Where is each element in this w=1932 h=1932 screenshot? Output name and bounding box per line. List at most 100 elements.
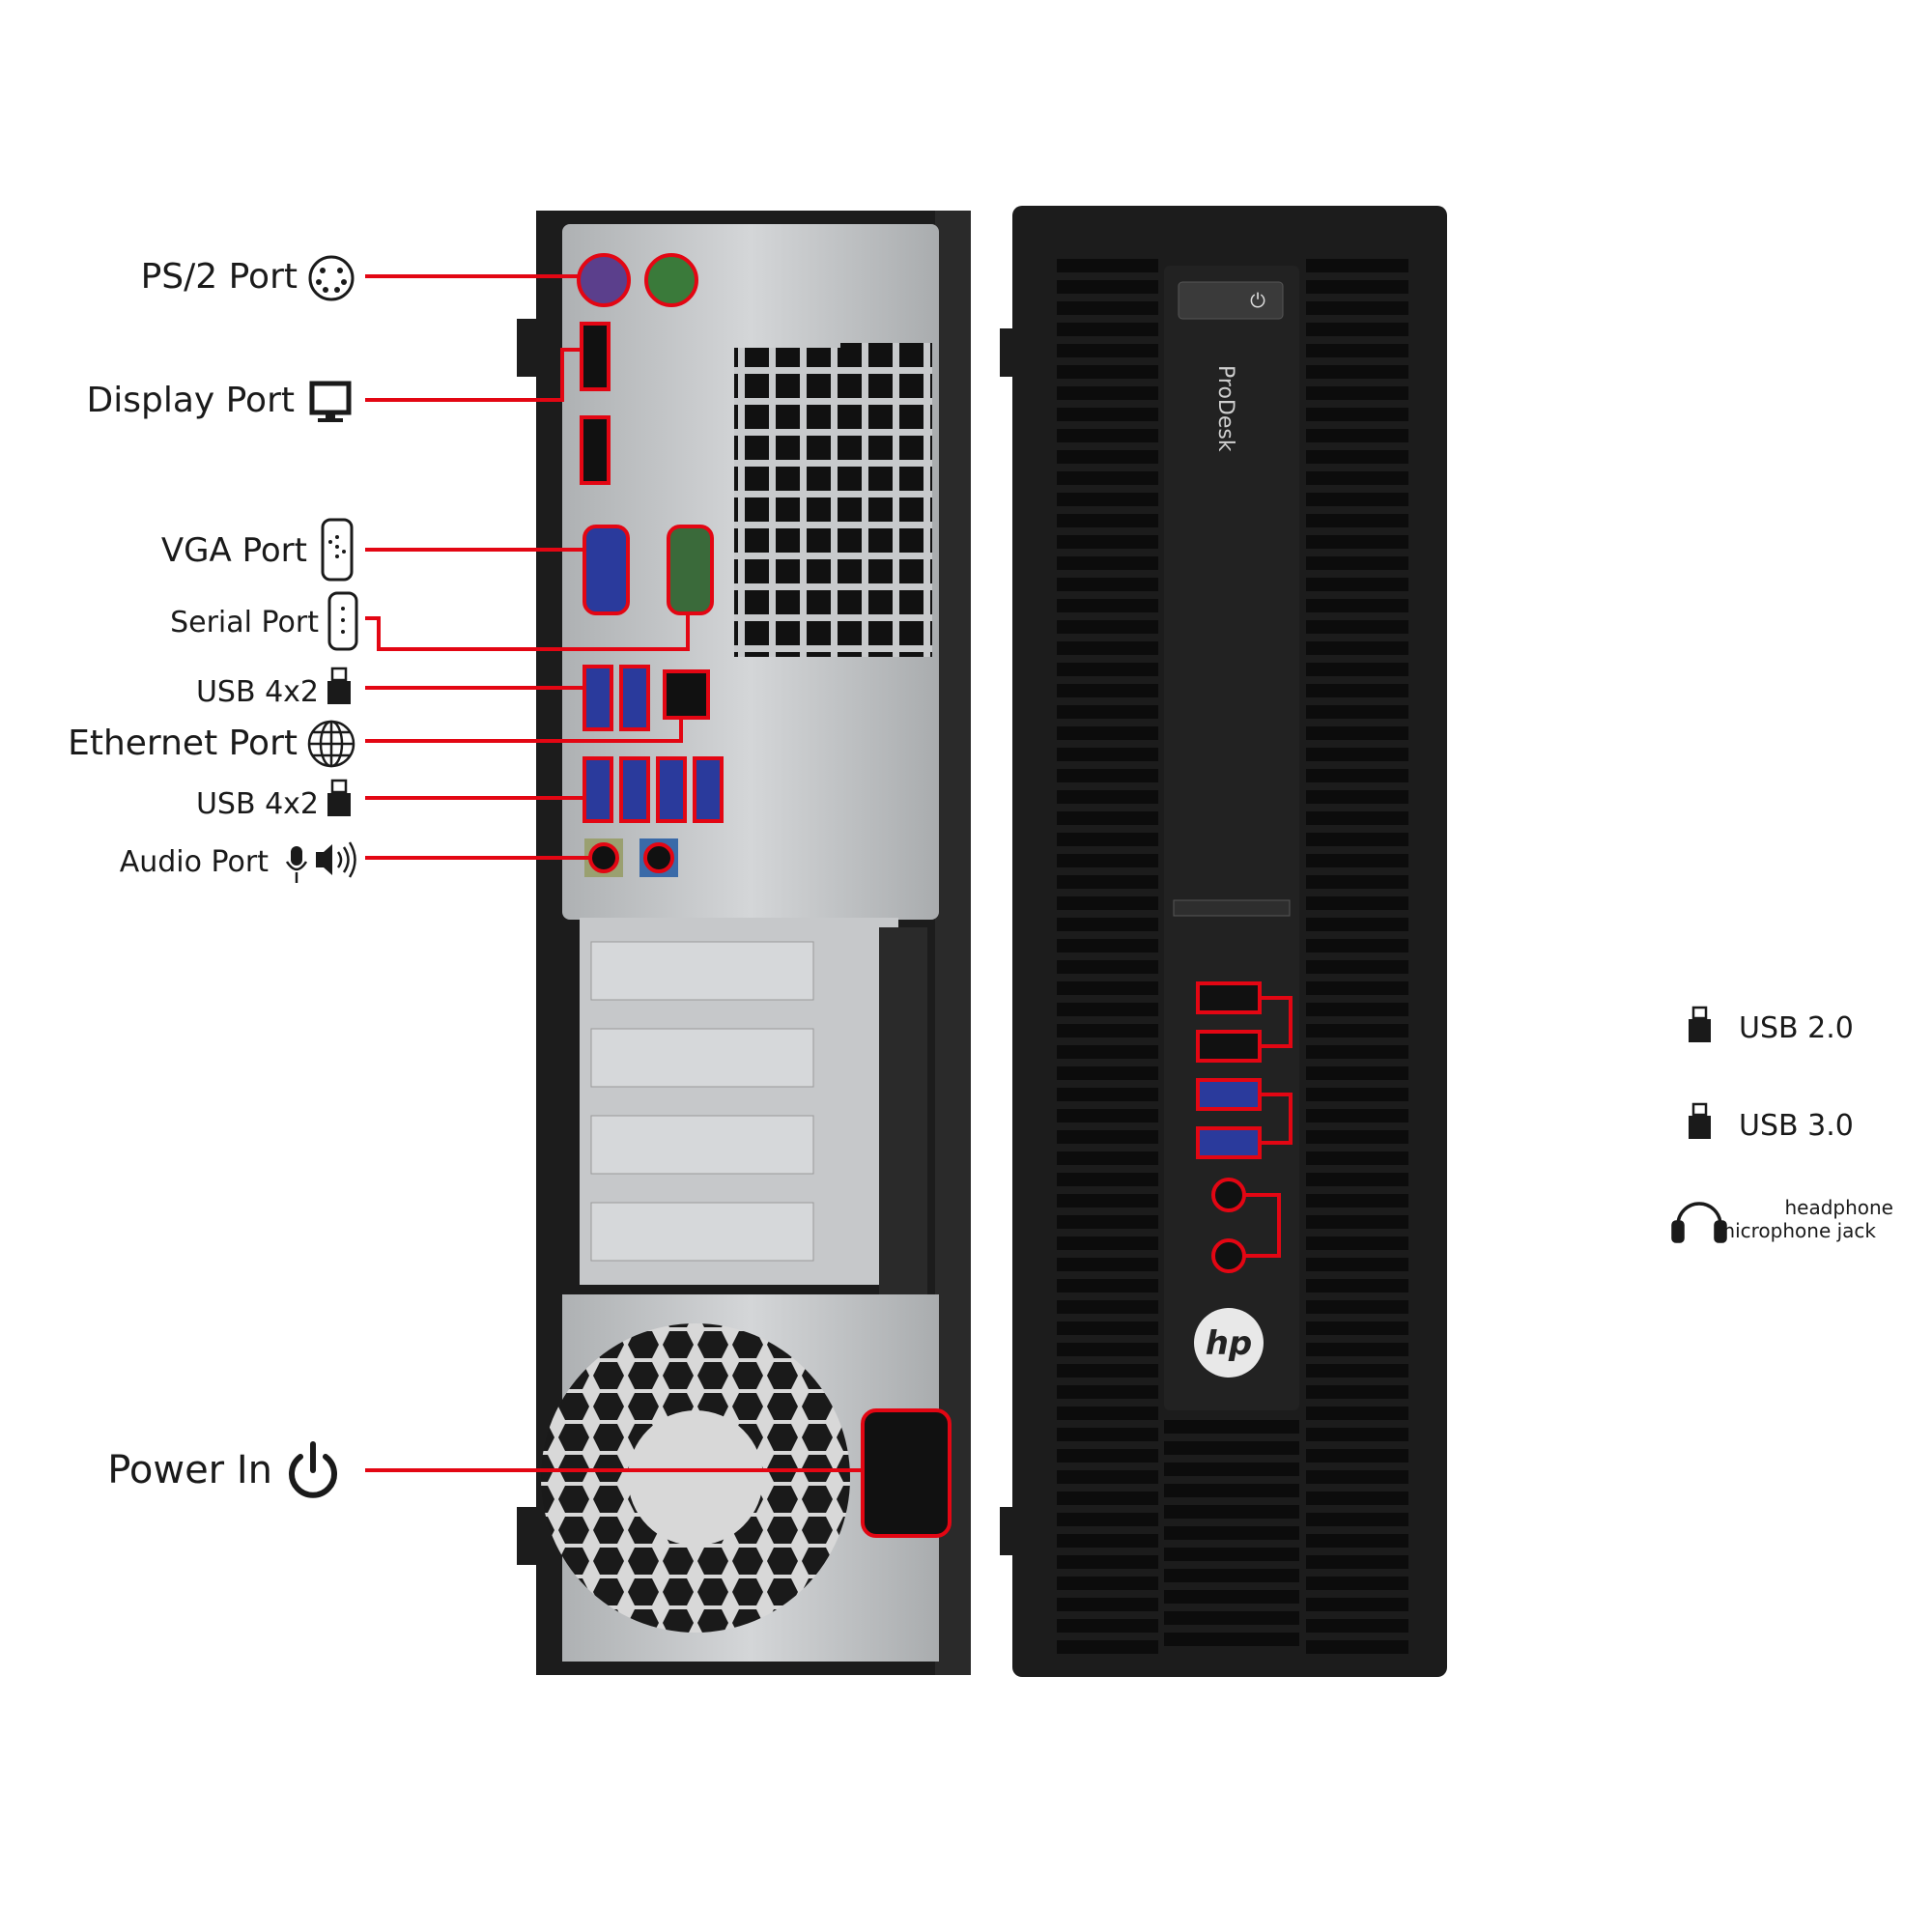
vent-slat <box>1306 1300 1408 1314</box>
vent-slat <box>1306 1449 1408 1463</box>
usb3-front-1[interactable] <box>1196 1078 1262 1111</box>
vent-slat <box>1057 471 1158 485</box>
usb2-front-1[interactable] <box>1196 981 1262 1014</box>
vent-slat <box>1306 1024 1408 1037</box>
hp-logo-text: hp <box>1206 1324 1253 1363</box>
vent-slat <box>1057 386 1158 400</box>
vent-slat <box>1057 429 1158 442</box>
vent-slat <box>1306 450 1408 464</box>
vent-slat <box>1057 578 1158 591</box>
vent-slat <box>1057 1470 1158 1484</box>
vent-slat <box>1057 450 1158 464</box>
vent-slat <box>1057 1492 1158 1505</box>
vent-slat <box>1057 1385 1158 1399</box>
vent-slat <box>1306 1109 1408 1122</box>
vent-slat <box>1057 641 1158 655</box>
usb3-front-2[interactable] <box>1196 1126 1262 1159</box>
vent-slat <box>1057 769 1158 782</box>
label-usb-bottom: USB 4x2 <box>196 787 319 821</box>
usb-rear-6[interactable] <box>693 756 724 823</box>
vent-slat <box>1306 1173 1408 1186</box>
vent-slat <box>1306 981 1408 995</box>
usb-plug-icon <box>1689 1006 1711 1042</box>
vent-slat <box>1057 1215 1158 1229</box>
label-usb2: USB 2.0 <box>1739 1011 1854 1045</box>
vent-slat <box>1057 1151 1158 1165</box>
vent-slat <box>1057 1173 1158 1186</box>
vent-slat <box>1306 1428 1408 1441</box>
vent-slat <box>1057 1279 1158 1293</box>
vent-slat <box>1057 854 1158 867</box>
vent-slat <box>1057 493 1158 506</box>
vent-slat <box>1306 705 1408 719</box>
vent-slat <box>1306 1619 1408 1633</box>
vent-slat <box>1057 323 1158 336</box>
usb-rear-5[interactable] <box>656 756 687 823</box>
power-inlet[interactable] <box>861 1408 952 1538</box>
serial-port[interactable] <box>667 525 714 615</box>
usb2-front-2[interactable] <box>1196 1030 1262 1063</box>
vent-slat <box>1057 705 1158 719</box>
label-vga-port: VGA Port <box>161 531 307 570</box>
left-labels: PS/2 Port Display Port VGA Port Serial P… <box>68 255 358 1498</box>
vent-slat <box>1306 641 1408 655</box>
vent-slat <box>1057 556 1158 570</box>
usb2-callout <box>1260 996 1293 1048</box>
ethernet-port[interactable] <box>663 669 710 720</box>
microphone-jack[interactable] <box>1211 1238 1246 1273</box>
vent-slat <box>1057 259 1158 272</box>
audio-line-in[interactable] <box>643 842 674 873</box>
usb-rear-2[interactable] <box>619 665 650 731</box>
vent-slat <box>1057 1130 1158 1144</box>
displayport-2[interactable] <box>580 415 611 485</box>
vent-slat <box>1306 1194 1408 1208</box>
vent-slat <box>1306 684 1408 697</box>
vent-slat <box>1057 344 1158 357</box>
vent-slat <box>1306 1258 1408 1271</box>
vent-slat <box>1306 854 1408 867</box>
vent-slat <box>1306 748 1408 761</box>
vent-slat <box>1306 1470 1408 1484</box>
vent-slat <box>1306 578 1408 591</box>
vent-slat <box>1164 1505 1299 1519</box>
vent-slat <box>1164 1569 1299 1582</box>
ps2-keyboard-port[interactable] <box>577 253 631 307</box>
vent-slat <box>1306 833 1408 846</box>
vent-slat <box>1057 939 1158 952</box>
vent-slat <box>1306 535 1408 549</box>
power-button[interactable] <box>1178 281 1284 320</box>
ps2-mouse-port[interactable] <box>644 253 698 307</box>
ps2-connector-icon <box>308 255 355 301</box>
vent-slat <box>1306 1364 1408 1378</box>
vent-slat <box>1057 1364 1158 1378</box>
vent-slat <box>1057 301 1158 315</box>
vga-port[interactable] <box>582 525 630 615</box>
vent-slat <box>1306 1640 1408 1654</box>
vent-slat <box>1306 1406 1408 1420</box>
vent-slat <box>1057 514 1158 527</box>
label-usb-top: USB 4x2 <box>196 675 319 709</box>
vent-slat <box>1057 1109 1158 1122</box>
vent-slat <box>1306 1534 1408 1548</box>
audio-line-out[interactable] <box>588 842 619 873</box>
vent-slat <box>1306 1003 1408 1016</box>
label-headphone: headphone <box>1784 1196 1893 1219</box>
usb-rear-1[interactable] <box>582 665 613 731</box>
displayport-1[interactable] <box>580 322 611 391</box>
vent-slat <box>1164 1484 1299 1497</box>
usb-rear-3[interactable] <box>582 756 613 823</box>
vent-slat <box>1306 769 1408 782</box>
vent-slat <box>1057 1343 1158 1356</box>
serial-connector-icon <box>327 591 358 651</box>
vent-slat <box>1306 1279 1408 1293</box>
vent-slat <box>1306 1130 1408 1144</box>
vent-slat <box>1306 875 1408 889</box>
vent-slat <box>1306 1343 1408 1356</box>
headphone-jack[interactable] <box>1211 1178 1246 1212</box>
vent-slat <box>1306 429 1408 442</box>
vent-slat <box>1057 1534 1158 1548</box>
usb-rear-4[interactable] <box>619 756 650 823</box>
vent-slat <box>1057 663 1158 676</box>
vent-slat <box>1306 663 1408 676</box>
